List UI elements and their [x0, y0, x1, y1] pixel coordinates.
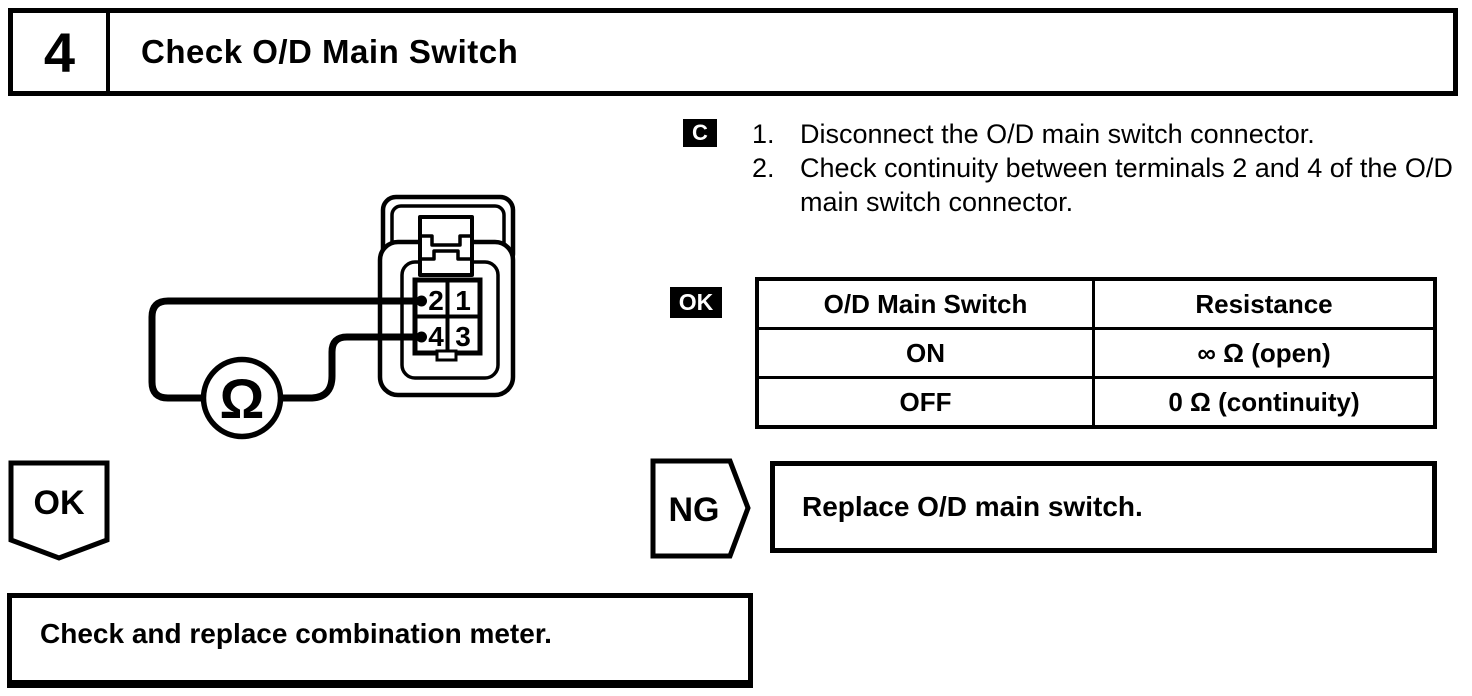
ohmmeter-symbol: Ω — [220, 367, 265, 430]
ok-flow-label: OK — [34, 484, 85, 522]
ok-spec-badge: OK — [670, 287, 722, 318]
probe-dot-terminal-2 — [416, 295, 427, 307]
step-header: 4 Check O/D Main Switch — [8, 8, 1458, 96]
terminal-block — [412, 277, 483, 362]
terminal-3-label: 3 — [455, 321, 471, 352]
check-badge: C — [683, 119, 717, 147]
terminal-1-label: 1 — [455, 285, 471, 316]
terminal-4-label: 4 — [428, 321, 444, 352]
ng-action-text: Replace O/D main switch. — [802, 491, 1143, 522]
table-row: OFF 0 Ω (continuity) — [759, 376, 1433, 425]
ok-action-text: Check and replace combination meter. — [40, 618, 552, 649]
terminal-2-label: 2 — [428, 285, 444, 316]
column-header-switch: O/D Main Switch — [759, 281, 1095, 327]
ohmmeter-icon: Ω — [200, 356, 284, 440]
step-1-number: 1. — [752, 119, 775, 149]
procedure-step: 2. Check continuity between terminals 2 … — [752, 151, 1464, 219]
step-number: 4 — [13, 13, 110, 91]
table-header-row: O/D Main Switch Resistance — [759, 281, 1433, 327]
cell-resistance-on: ∞ Ω (open) — [1197, 337, 1331, 368]
step-2-text: Check continuity between terminals 2 and… — [800, 153, 1453, 217]
resistance-spec-table: O/D Main Switch Resistance ON ∞ Ω (open)… — [755, 277, 1437, 429]
ng-flow-arrow: NG — [650, 458, 751, 559]
cell-switch-on: ON — [759, 330, 1095, 376]
ng-action-box: Replace O/D main switch. — [770, 461, 1437, 553]
connector-diagram: 2 1 4 3 Ω — [148, 194, 516, 440]
cell-resistance-off: 0 Ω (continuity) — [1168, 386, 1360, 417]
probe-dot-terminal-4 — [416, 331, 427, 343]
table-row: ON ∞ Ω (open) — [759, 327, 1433, 376]
column-header-resistance: Resistance — [1195, 288, 1333, 319]
ok-flow-arrow: OK — [8, 460, 110, 561]
step-1-text: Disconnect the O/D main switch connector… — [800, 119, 1315, 149]
procedure-steps: 1. Disconnect the O/D main switch connec… — [752, 117, 1464, 219]
test-lead-wires — [148, 297, 423, 402]
ok-action-box: Check and replace combination meter. — [7, 593, 753, 688]
procedure-step: 1. Disconnect the O/D main switch connec… — [752, 117, 1464, 151]
terminal-labels: 2 1 4 3 — [416, 285, 471, 352]
ng-flow-label: NG — [669, 491, 720, 529]
page-title: Check O/D Main Switch — [141, 33, 519, 70]
step-2-number: 2. — [752, 153, 775, 183]
cell-switch-off: OFF — [759, 379, 1095, 425]
